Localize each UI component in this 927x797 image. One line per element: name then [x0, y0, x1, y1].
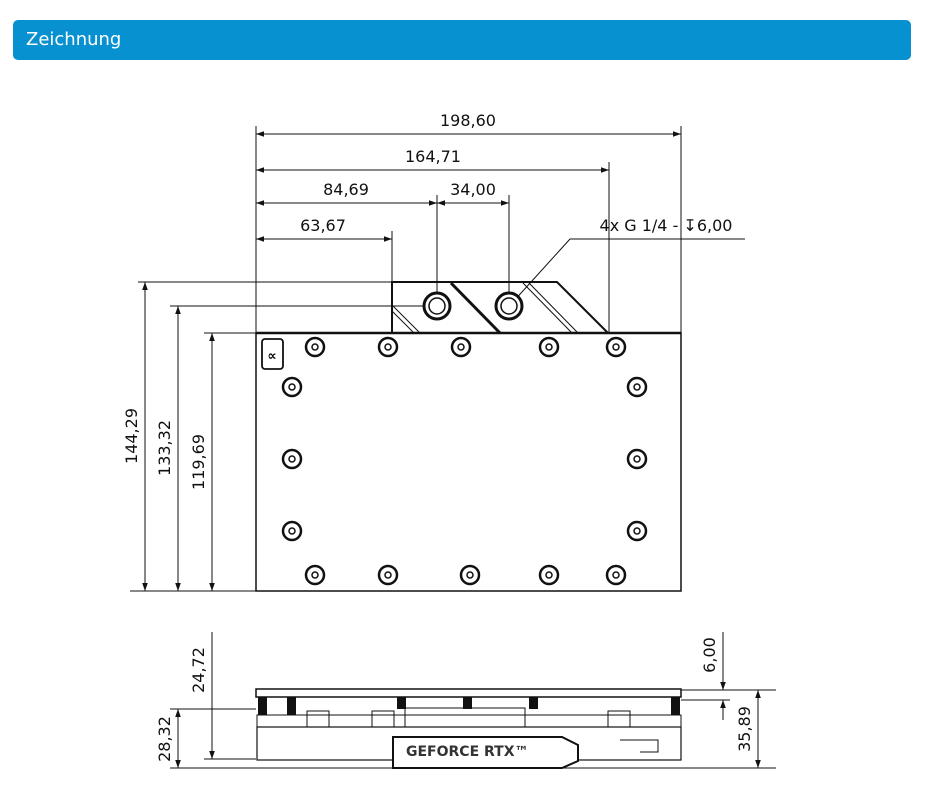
side-view: 24,72 28,32 6,00 35,89 GEFORCE RTX™	[155, 632, 776, 769]
dim-24-72: 24,72	[189, 647, 208, 693]
block-outline	[255, 332, 682, 592]
dim-144-29: 144,29	[122, 408, 141, 464]
dim-6-00: 6,00	[700, 637, 719, 673]
port-1	[422, 291, 452, 321]
screw-icon	[311, 571, 319, 579]
screw-icon	[459, 564, 481, 586]
screw-icon	[457, 343, 465, 351]
port-callout: 4x G 1/4 - ↧6,00	[600, 216, 733, 235]
screw-icon	[605, 336, 627, 358]
svg-text:∝: ∝	[267, 349, 276, 364]
extension-lines	[130, 126, 682, 592]
logo-icon: ∝	[261, 338, 284, 370]
screw-icon	[281, 448, 303, 470]
screw-icon	[545, 571, 553, 579]
top-plate	[255, 688, 682, 698]
screw-icon	[384, 343, 392, 351]
screw-icon	[612, 343, 620, 351]
dim-164-71: 164,71	[405, 147, 461, 166]
screw-icon	[626, 520, 648, 542]
screw-icon	[626, 376, 648, 398]
screw-icon	[633, 527, 641, 535]
screws	[281, 336, 648, 586]
dim-63-67: 63,67	[300, 216, 346, 235]
geforce-label: GEFORCE RTX™	[406, 744, 529, 760]
standoffs	[258, 697, 680, 715]
screw-icon	[288, 455, 296, 463]
terminal-block	[391, 281, 609, 335]
screw-icon	[377, 336, 399, 358]
screw-icon	[466, 571, 474, 579]
dim-28-32: 28,32	[155, 716, 174, 762]
top-view: 198,60 164,71 84,69 34,00 63,67 4x G 1/4…	[122, 111, 745, 592]
screw-icon	[288, 383, 296, 391]
screw-icon	[281, 520, 303, 542]
screw-icon	[605, 564, 627, 586]
screw-icon	[377, 564, 399, 586]
section-header: Zeichnung	[13, 20, 911, 60]
screw-icon	[311, 343, 319, 351]
port-2	[494, 291, 524, 321]
dim-84-69: 84,69	[323, 180, 369, 199]
screw-icon	[304, 336, 326, 358]
dim-34-00: 34,00	[450, 180, 496, 199]
screw-icon	[538, 564, 560, 586]
screw-icon	[538, 336, 560, 358]
dim-133-32: 133,32	[155, 420, 174, 476]
screw-icon	[281, 376, 303, 398]
screw-icon	[304, 564, 326, 586]
screw-icon	[545, 343, 553, 351]
port-leader-line	[511, 238, 571, 304]
screw-icon	[626, 448, 648, 470]
screw-icon	[384, 571, 392, 579]
dim-119-69: 119,69	[189, 434, 208, 490]
screw-icon	[612, 571, 620, 579]
screw-icon	[450, 336, 472, 358]
screw-icon	[288, 527, 296, 535]
dim-35-89: 35,89	[735, 706, 754, 752]
dim-198-60: 198,60	[440, 111, 496, 130]
screw-icon	[633, 383, 641, 391]
geforce-shroud	[392, 736, 579, 769]
screw-icon	[633, 455, 641, 463]
section-title: Zeichnung	[26, 29, 122, 50]
